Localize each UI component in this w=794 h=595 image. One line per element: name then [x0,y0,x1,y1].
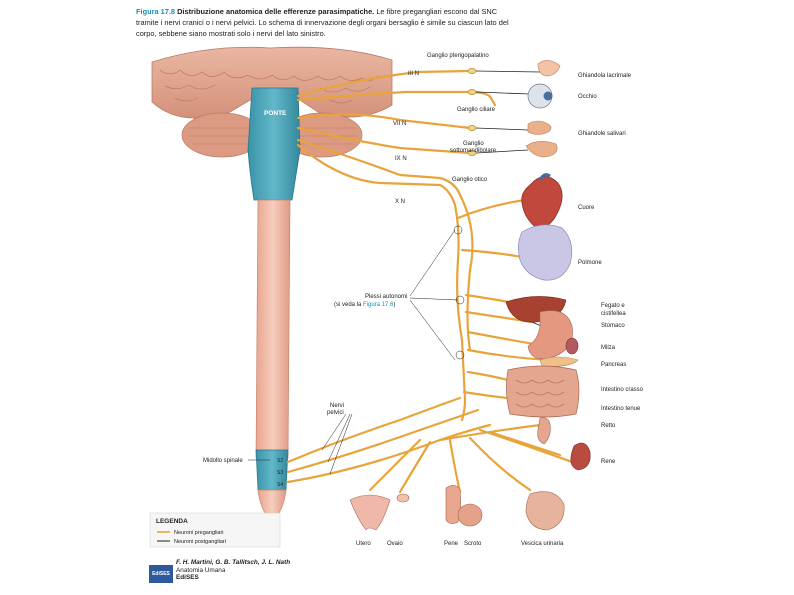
figure-title: Distribuzione anatomica delle efferenze … [177,7,375,16]
kidney [570,442,591,471]
brainstem [247,87,301,201]
sacral-s2: S2 [277,458,283,464]
organ-label-ovary: Ovaio [387,541,403,547]
figure-caption: Figura 17.8 Distribuzione anatomica dell… [136,6,516,39]
citation-book: Anatomia Umana [176,566,226,574]
organ-label-penis: Pene [444,541,459,547]
nerve-label-ix: IX N [395,156,407,162]
bladder [525,491,565,531]
nerve-label-x: X N [395,199,405,205]
ganglia [467,68,477,156]
nerve-label-vii: VII N [393,121,406,127]
spinal-cord [255,199,291,459]
citation-authors: F. H. Martini, G. B. Tallitsch, J. L. Na… [176,559,291,566]
organ-label-spleen: Milza [601,345,616,351]
plexus-label-suffix: ) [393,302,395,308]
legend-title: LEGENDA [156,518,188,525]
pons-label: PONTE [264,110,287,117]
organ-label-large-intestine: Intestino crasso [601,387,644,393]
organ-label-kidney: Rene [601,459,616,465]
plexus-label-2: (si veda la Figura 17.6) [334,302,395,308]
sacral-segment [255,449,289,491]
ciliary-ganglion [467,89,477,95]
figure-number: Figura 17.8 [136,7,176,16]
spinal-cord-label: Midollo spinale [203,458,243,464]
pancreas [539,356,579,367]
organ-label-rectum: Retto [601,423,616,429]
plexus-figure-ref[interactable]: Figura 17.6 [363,302,394,308]
rectum [537,417,551,445]
plexus-label-prefix: (si veda la [334,302,363,308]
citation: F. H. Martini, G. B. Tallitsch, J. L. Na… [176,559,290,582]
legend-preganglionic-label: Neuroni pregangliari [174,530,224,536]
legend-postganglionic-label: Neuroni postgangliari [174,539,226,545]
ganglion-label-pterygopalatine: Ganglio pterigopalatino [427,53,489,59]
sacral-s3: S3 [277,470,283,476]
organ-label-stomach: Stomaco [601,323,625,329]
plexus-leader-lines [248,225,465,475]
citation-publisher: EdiSES [176,574,199,581]
lung [518,224,573,281]
ganglion-label-otic: Ganglio otico [452,177,488,183]
lacrimal-gland [537,60,561,77]
uterus [349,494,391,531]
sacral-s4: S4 [277,482,283,488]
plexus-label-1: Plessi autonomi [365,294,407,300]
heart [521,176,563,230]
ovary [396,493,410,503]
pelvic-nerves-label-1: Nervi [330,403,344,409]
intestines [506,365,580,418]
organ-label-liver-1: Fegato e [601,303,625,309]
organ-label-bladder: Vescica urinaria [521,541,564,547]
organ-label-small-intestine: Intestino tenue [601,406,641,412]
organ-label-heart: Cuore [578,205,595,211]
figure-caption-body: Le fibre pregangliari escono dal SNC tra… [136,7,509,38]
publisher-logo: EdiSES [149,565,173,583]
organ-label-liver-2: cistifellea [601,311,626,317]
organ-label-lacrimal: Ghiandola lacrimale [578,73,632,79]
organ-label-salivary: Ghiandole salivari [578,131,626,137]
organ-label-pancreas: Pancreas [601,362,626,368]
salivary-gland-lower [525,141,558,158]
scrotum [457,503,483,527]
organ-label-scrotum: Scroto [464,541,482,547]
pterygopalatine-ganglion [467,68,477,74]
organ-label-eye: Occhio [578,94,597,100]
organs [349,60,591,531]
brain [151,46,393,158]
organ-label-uterus: Utero [356,541,371,547]
submandibular-ganglion [467,125,477,131]
pelvic-nerves-label-2: pelvici [327,410,344,416]
organ-label-lung: Polmone [578,260,602,266]
ganglion-label-submandibular-1: Ganglio [463,141,484,147]
spleen [565,337,579,355]
legend: LEGENDA Neuroni pregangliari Neuroni pos… [149,512,281,548]
ganglion-label-ciliary: Ganglio ciliare [457,107,496,113]
nerve-label-iii: III N [408,71,419,77]
salivary-gland-upper [527,120,552,135]
ganglion-label-submandibular-2: sottomandibolare [450,148,497,154]
